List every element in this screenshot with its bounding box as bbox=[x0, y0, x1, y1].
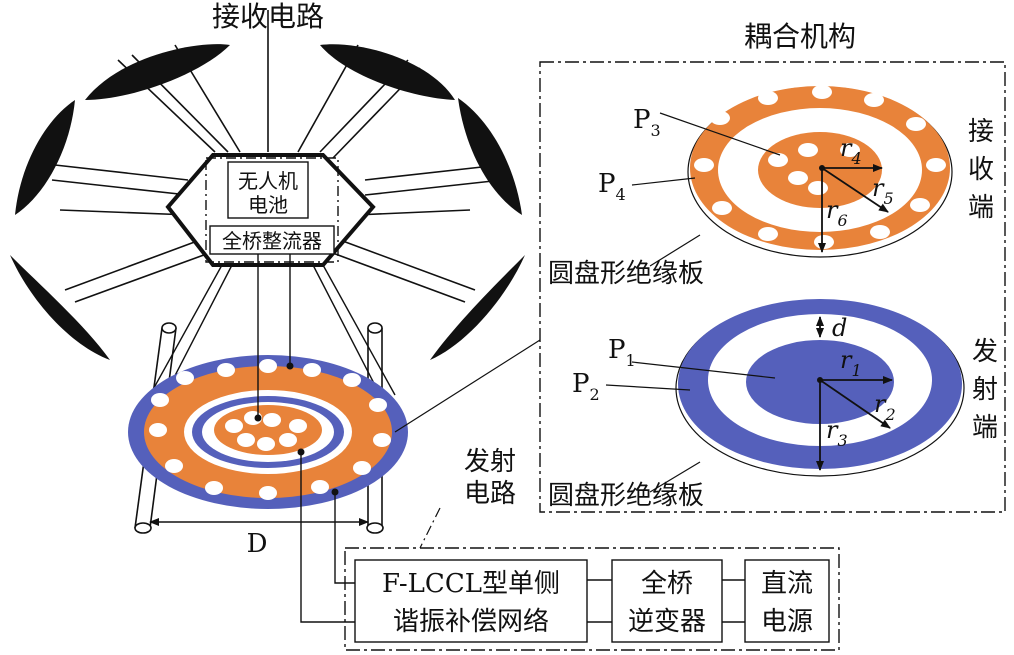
label-r2: r2 bbox=[874, 390, 896, 424]
label-P4: P4 bbox=[598, 169, 626, 204]
inverter-line2: 逆变器 bbox=[628, 607, 706, 637]
insulating-plate-label-top: 圆盘形绝缘板 bbox=[548, 259, 704, 289]
receiver-side-label: 接 收 端 bbox=[968, 117, 994, 223]
label-r1: r1 bbox=[840, 346, 862, 380]
label-d: d bbox=[832, 314, 847, 342]
propeller-bottom-right bbox=[430, 255, 525, 360]
dc-source-box bbox=[744, 559, 830, 643]
field-lines bbox=[149, 264, 396, 396]
leader-lines bbox=[605, 112, 781, 493]
wire-dots bbox=[254, 362, 339, 496]
receiver-enclosure bbox=[205, 157, 339, 263]
propeller-top-right bbox=[320, 44, 455, 100]
receiver-side-char-3: 端 bbox=[968, 193, 994, 223]
propeller-mid-right bbox=[458, 98, 522, 215]
label-r5: r5 bbox=[872, 174, 894, 208]
transmit-circuit-title-line1: 发射 bbox=[464, 447, 516, 477]
transmit-circuit-title-line2: 电路 bbox=[464, 479, 516, 509]
rectifier-box bbox=[209, 225, 335, 255]
transmitter-disk bbox=[675, 299, 965, 477]
propeller-mid-left bbox=[15, 100, 75, 215]
propeller-top-left bbox=[85, 44, 230, 100]
circuit-connections bbox=[587, 579, 745, 623]
lccl-box bbox=[354, 559, 588, 643]
battery-label-line2: 电池 bbox=[248, 193, 288, 217]
transmitter-side-char-1: 发 bbox=[972, 337, 998, 367]
lccl-line2: 谐振补偿网络 bbox=[393, 607, 549, 637]
coupling-title: 耦合机构 bbox=[744, 20, 856, 53]
inverter-line1: 全桥 bbox=[641, 569, 693, 599]
drone-propellers bbox=[10, 44, 525, 360]
propeller-bottom-left bbox=[10, 255, 110, 360]
dimension-D-label: D bbox=[247, 529, 268, 559]
rectifier-label: 全桥整流器 bbox=[222, 229, 322, 253]
label-r6: r6 bbox=[826, 196, 848, 230]
label-P1: P1 bbox=[608, 335, 636, 370]
landing-coil bbox=[128, 322, 408, 534]
receiver-holes bbox=[694, 85, 946, 249]
label-r4: r4 bbox=[840, 134, 862, 168]
transmit-callout-line bbox=[419, 507, 441, 549]
insulating-plate-label-bottom: 圆盘形绝缘板 bbox=[548, 481, 704, 511]
label-P2: P2 bbox=[572, 369, 600, 404]
drone: 无人机 电池 全桥整流器 bbox=[10, 10, 525, 360]
label-r3: r3 bbox=[826, 416, 848, 450]
inverter-box bbox=[611, 559, 723, 643]
label-P3: P3 bbox=[633, 105, 661, 140]
dc-source-line1: 直流 bbox=[761, 569, 813, 599]
receive-circuit-title: 接收电路 bbox=[212, 0, 324, 33]
receiver-side-char-2: 收 bbox=[968, 155, 994, 185]
part-labels: P3 P4 P1 P2 r4 r5 r6 r1 r2 r3 d bbox=[572, 105, 896, 450]
battery-box bbox=[227, 161, 309, 219]
dc-source-line2: 电源 bbox=[761, 607, 813, 637]
lccl-line1: F-LCCL型单侧 bbox=[382, 569, 560, 599]
transmit-circuit-box bbox=[344, 547, 840, 651]
coupling-callout-line bbox=[394, 339, 541, 433]
drone-arms bbox=[51, 10, 503, 303]
receiver-disk bbox=[687, 85, 953, 258]
transmitter-side-char-2: 射 bbox=[972, 375, 998, 405]
coupling-box bbox=[539, 61, 1006, 513]
transmitter-side-label: 发 射 端 bbox=[972, 337, 998, 443]
battery-label-line1: 无人机 bbox=[238, 169, 298, 193]
receiver-side-char-1: 接 bbox=[968, 117, 994, 147]
transmitter-side-char-3: 端 bbox=[972, 413, 998, 443]
